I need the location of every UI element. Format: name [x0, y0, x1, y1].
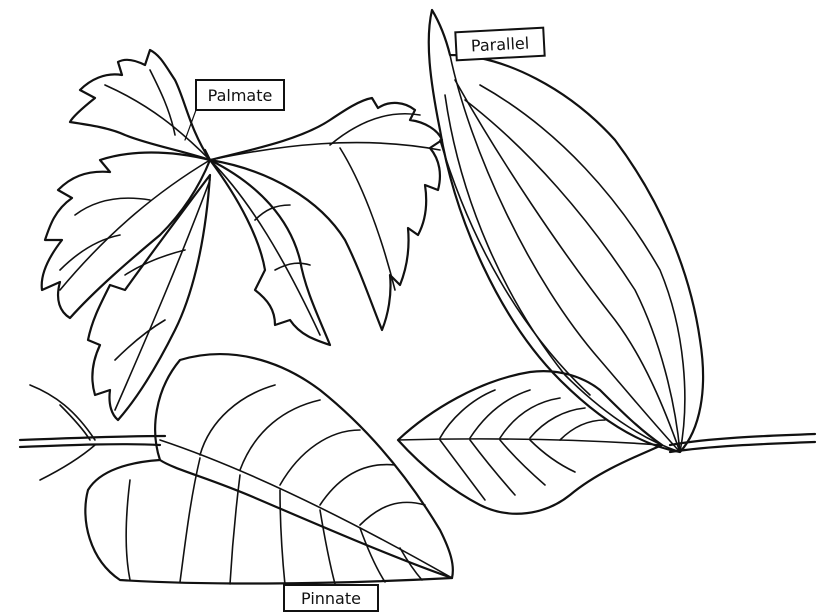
- parallel-leaf: [429, 10, 815, 452]
- pinnate-label-text: Pinnate: [301, 589, 361, 608]
- parallel-label-text: Parallel: [470, 33, 529, 55]
- palmate-label: Palmate: [185, 80, 284, 140]
- pinnate-leaf: [20, 354, 453, 585]
- palmate-label-text: Palmate: [208, 86, 273, 105]
- small-pinnate-leaf: [398, 371, 662, 514]
- pinnate-label: Pinnate: [284, 585, 378, 611]
- parallel-label: Parallel: [455, 28, 544, 61]
